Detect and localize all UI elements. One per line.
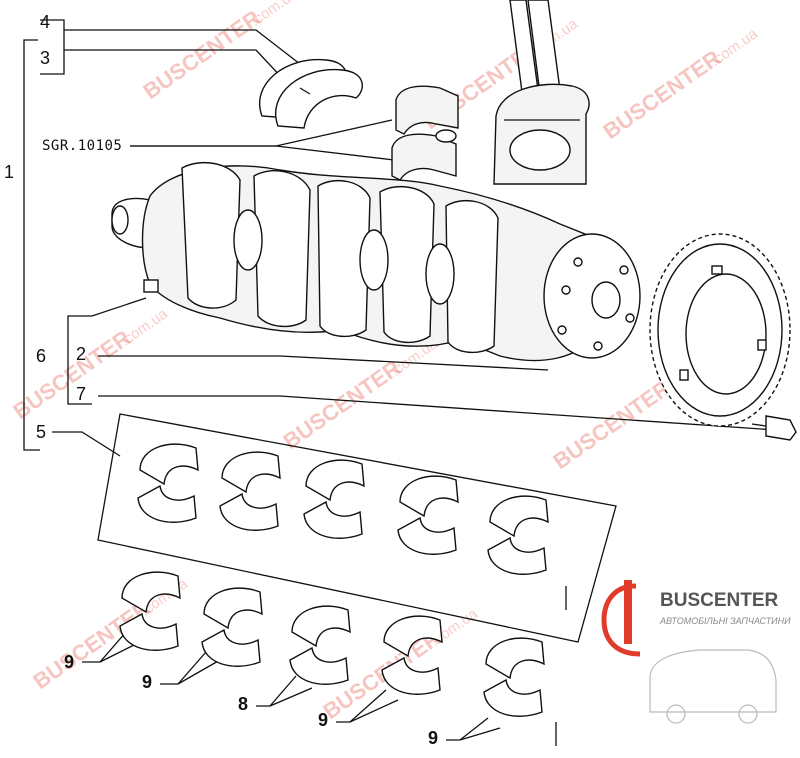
shell-pair bbox=[137, 443, 199, 523]
callout-9-b: 9 bbox=[142, 672, 152, 692]
flywheel-bolt bbox=[751, 415, 797, 441]
watermark-domain: .com.ua bbox=[247, 0, 301, 30]
callout-7: 7 bbox=[76, 384, 86, 404]
conrod-bearing-shells bbox=[119, 571, 557, 746]
main-bearing-box bbox=[97, 413, 617, 643]
watermark-brand: BUSCENTER bbox=[549, 375, 676, 474]
crankshaft bbox=[111, 161, 641, 362]
bracket-part-1 bbox=[23, 19, 65, 451]
callout-2: 2 bbox=[76, 344, 86, 364]
callout-9-d: 9 bbox=[428, 728, 438, 748]
watermark-brand: BUSCENTER bbox=[599, 45, 726, 144]
ring-gear bbox=[649, 233, 791, 427]
callout-3: 3 bbox=[40, 48, 50, 68]
callout-4: 4 bbox=[40, 12, 50, 32]
shell-pair bbox=[219, 451, 281, 531]
shell-pair bbox=[381, 615, 443, 695]
callout-5: 5 bbox=[36, 422, 46, 442]
van-silhouette-icon bbox=[649, 649, 777, 713]
callout-8: 8 bbox=[238, 694, 248, 714]
watermark-domain: .com.ua bbox=[707, 25, 761, 70]
callout-9-c: 9 bbox=[318, 710, 328, 730]
logo-tagline: АВТОМОБІЛЬНІ ЗАПЧАСТИНИ bbox=[659, 616, 791, 626]
tool-code-label: SGR.10105 bbox=[42, 138, 122, 154]
watermark-brand: BUSCENTER bbox=[9, 325, 136, 424]
logo-mark-icon bbox=[601, 583, 641, 657]
shell-pair bbox=[119, 571, 181, 651]
watermark-domain: .com.ua bbox=[117, 305, 171, 350]
shell-pair bbox=[397, 475, 459, 555]
leader-lines bbox=[52, 29, 777, 741]
shell-pair bbox=[289, 605, 351, 685]
shell-pair bbox=[487, 495, 549, 575]
shell-pair bbox=[201, 587, 263, 667]
logo-name: BUSCENTER bbox=[660, 590, 779, 611]
callout-6: 6 bbox=[36, 346, 46, 366]
watermark-brand: BUSCENTER bbox=[139, 5, 266, 104]
upper-bearing-shells bbox=[391, 85, 459, 181]
callout-9-a: 9 bbox=[64, 652, 74, 672]
thrust-washers bbox=[259, 58, 363, 129]
callout-1: 1 bbox=[4, 162, 14, 182]
logo-bar-icon bbox=[624, 580, 632, 644]
shell-pair bbox=[483, 637, 545, 717]
connecting-rod bbox=[493, 0, 590, 185]
shell-pair bbox=[303, 459, 365, 539]
watermark-brand: BUSCENTER bbox=[279, 355, 406, 454]
callout-labels: 4 3 1 SGR.10105 6 2 7 5 9 9 8 9 9 bbox=[4, 12, 438, 748]
buscenter-logo: BUSCENTER АВТОМОБІЛЬНІ ЗАПЧАСТИНИ bbox=[601, 580, 791, 724]
